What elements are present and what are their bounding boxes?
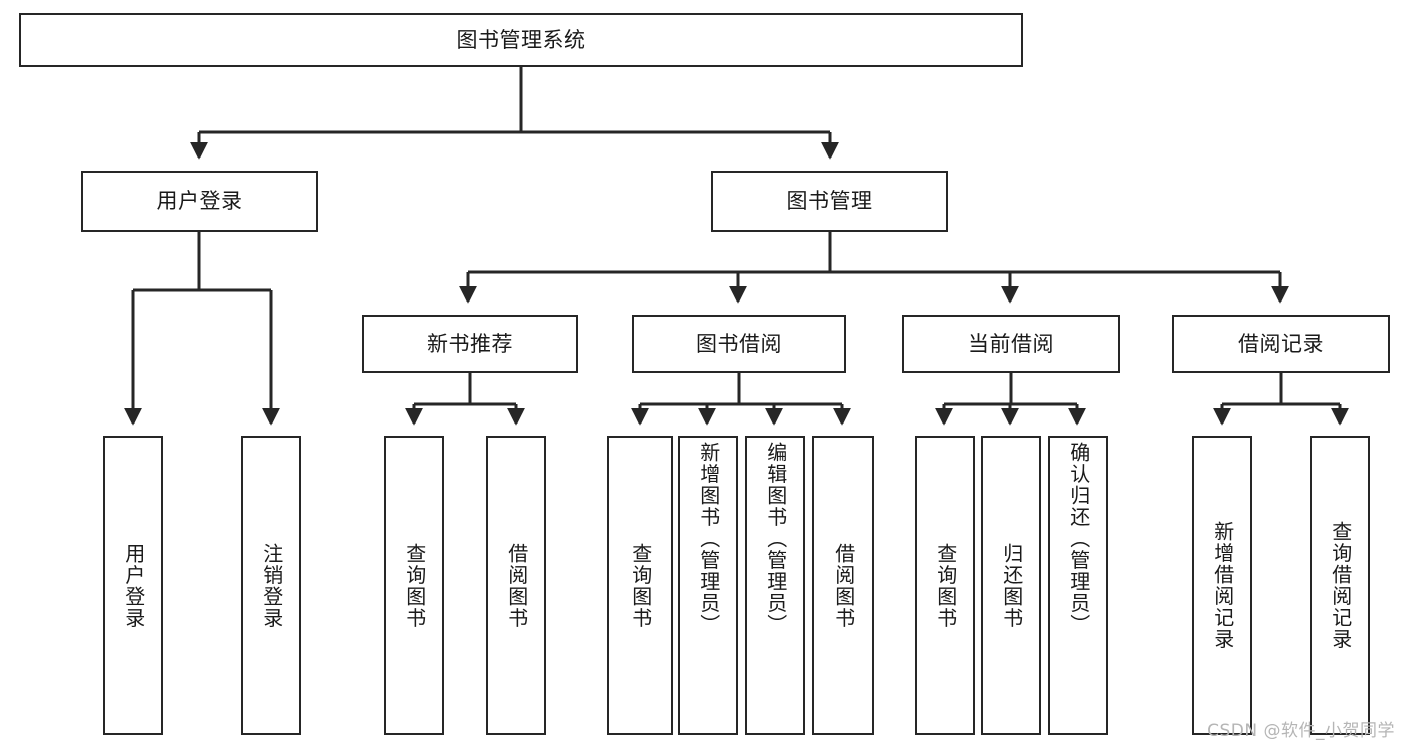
leaf-add-book-admin[interactable]: 新增图书（管理员） <box>678 436 738 735</box>
node-label: 新书推荐 <box>427 331 513 356</box>
leaf-edit-book-admin[interactable]: 编辑图书（管理员） <box>745 436 805 735</box>
node-book-management[interactable]: 图书管理 <box>711 171 948 232</box>
node-user-login[interactable]: 用户登录 <box>81 171 318 232</box>
node-root-book-management-system[interactable]: 图书管理系统 <box>19 13 1023 67</box>
node-label: 借阅图书 <box>504 542 529 629</box>
node-label: 图书管理系统 <box>456 27 586 52</box>
leaf-add-borrow-record[interactable]: 新增借阅记录 <box>1192 436 1252 735</box>
leaf-query-book-recommend[interactable]: 查询图书 <box>384 436 444 735</box>
node-label: 当前借阅 <box>968 331 1054 356</box>
leaf-borrow-book[interactable]: 借阅图书 <box>812 436 874 735</box>
node-label: 借阅图书 <box>831 542 856 629</box>
leaf-borrow-book-recommend[interactable]: 借阅图书 <box>486 436 546 735</box>
node-label: 图书管理 <box>786 189 873 214</box>
node-book-borrowing[interactable]: 图书借阅 <box>632 315 846 373</box>
leaf-return-book[interactable]: 归还图书 <box>981 436 1041 735</box>
node-new-book-recommendation[interactable]: 新书推荐 <box>362 315 578 373</box>
node-label: 归还图书 <box>999 542 1024 629</box>
watermark-text: CSDN @软件_小贺同学 <box>1207 721 1395 741</box>
leaf-logout[interactable]: 注销登录 <box>241 436 301 735</box>
node-label: 查询图书 <box>402 542 427 629</box>
node-label: 确认归还（管理员） <box>1066 442 1091 636</box>
node-label: 编辑图书（管理员） <box>763 442 788 636</box>
node-label: 注销登录 <box>259 542 284 629</box>
leaf-query-book-current[interactable]: 查询图书 <box>915 436 975 735</box>
leaf-user-login[interactable]: 用户登录 <box>103 436 163 735</box>
leaf-query-book-borrow[interactable]: 查询图书 <box>607 436 673 735</box>
leaf-confirm-return-admin[interactable]: 确认归还（管理员） <box>1048 436 1108 735</box>
node-label: 用户登录 <box>156 189 243 214</box>
node-label: 用户登录 <box>121 542 146 629</box>
node-current-borrowing[interactable]: 当前借阅 <box>902 315 1120 373</box>
node-label: 查询借阅记录 <box>1328 521 1353 650</box>
node-borrowing-records[interactable]: 借阅记录 <box>1172 315 1390 373</box>
node-label: 借阅记录 <box>1238 331 1324 356</box>
node-label: 图书借阅 <box>696 331 782 356</box>
node-label: 查询图书 <box>933 542 958 629</box>
node-label: 新增图书（管理员） <box>696 442 721 636</box>
leaf-query-borrow-record[interactable]: 查询借阅记录 <box>1310 436 1370 735</box>
node-label: 查询图书 <box>628 542 653 629</box>
node-label: 新增借阅记录 <box>1210 521 1235 650</box>
